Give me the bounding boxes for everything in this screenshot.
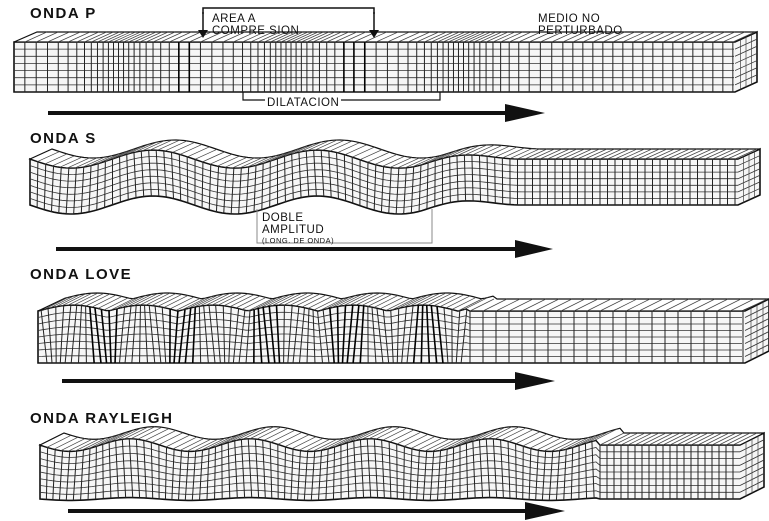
wavelength-label: (LONG. DE ONDA)	[262, 236, 334, 245]
p-propagation-arrow	[505, 104, 545, 122]
dilation-label: DILATACION	[265, 97, 341, 109]
double-amplitude-label: DOBLE AMPLITUD	[262, 212, 324, 236]
s-wave-panel: ONDA S DOBLE AMPLITUD (LONG. DE ONDA)	[0, 125, 769, 260]
p-wave-panel: ONDA P AREA A COMPRE SION MEDIO NO PERTU…	[0, 0, 769, 125]
rayleigh-wave-panel: ONDA RAYLEIGH	[0, 405, 769, 521]
s-propagation-arrow	[515, 240, 553, 258]
love-wave-title: ONDA LOVE	[30, 266, 132, 283]
s-wave-block-drawing	[0, 125, 769, 260]
p-wave-block-drawing	[0, 0, 769, 125]
rayleigh-wave-title: ONDA RAYLEIGH	[30, 410, 173, 427]
undisturbed-medium-label: MEDIO NO PERTURBADO	[538, 13, 623, 37]
p-wave-title: ONDA P	[30, 5, 97, 22]
love-wave-panel: ONDA LOVE	[0, 263, 769, 393]
love-propagation-arrow	[515, 372, 555, 390]
rayleigh-propagation-arrow	[525, 502, 565, 520]
compression-label: AREA A COMPRE SION	[212, 13, 299, 37]
s-wave-title: ONDA S	[30, 130, 97, 147]
